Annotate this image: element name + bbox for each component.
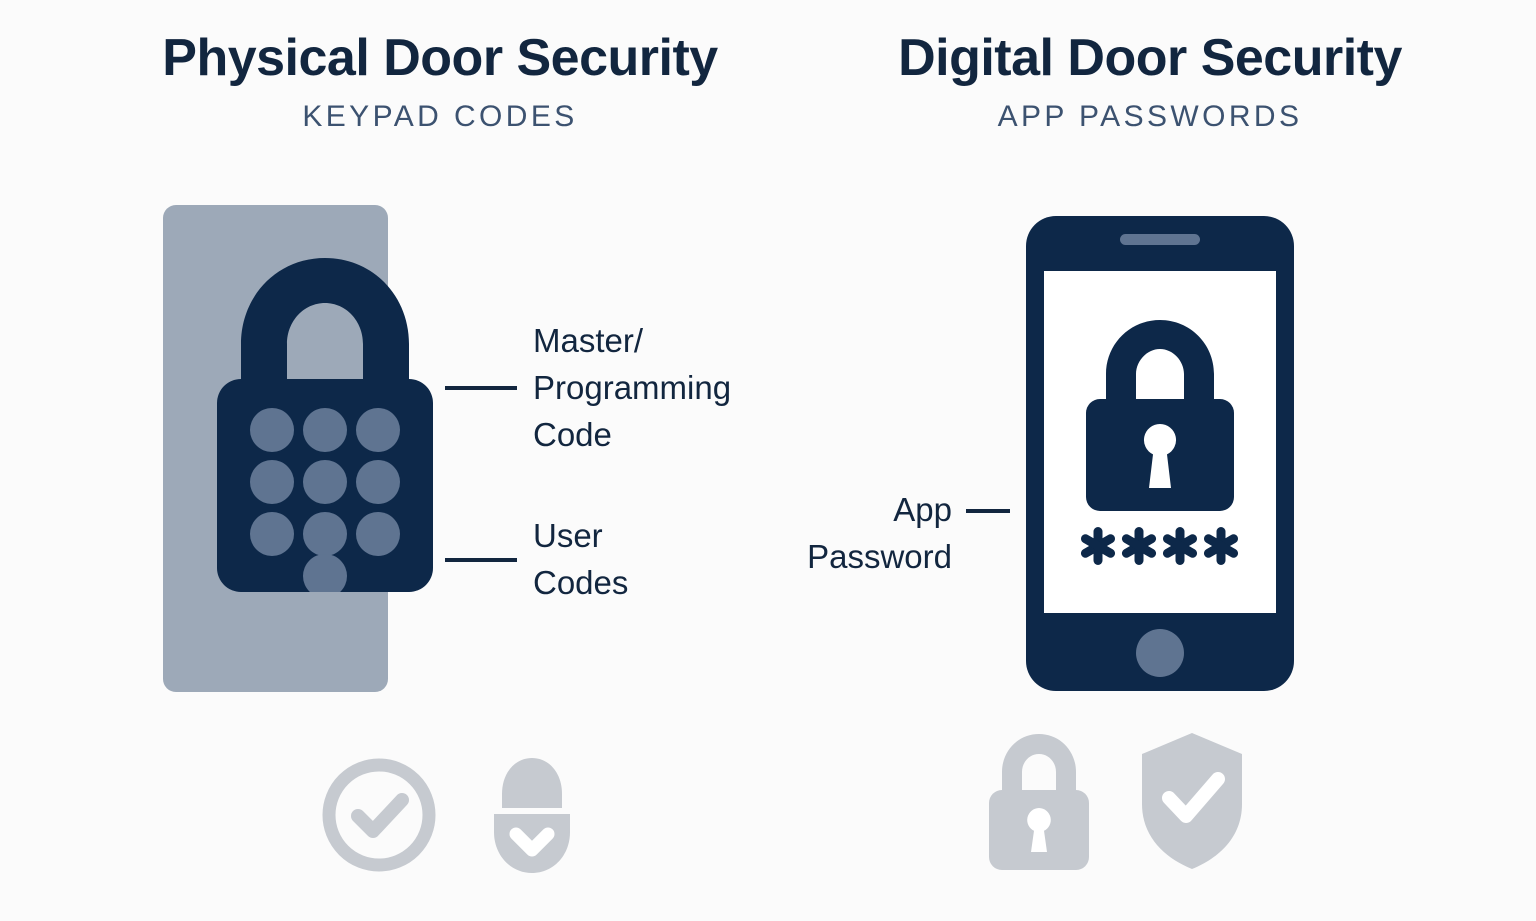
padlock-icon [985,732,1093,872]
page-title-digital: Digital Door Security [898,29,1402,87]
page-subtitle-digital: APP PASSWORDS [997,100,1303,134]
screen-padlock-icon [1086,320,1234,511]
page-title-physical: Physical Door Security [162,29,718,87]
keypad-padlock-icon [217,258,433,592]
phone-speaker-icon [1120,234,1200,245]
lock-chevron-icon [482,752,582,874]
phone-home-button[interactable] [1136,629,1184,677]
leader-line-icon [966,509,1010,513]
callout-user-label: User Codes [533,517,629,601]
password-mask [1080,527,1239,565]
column-heading-digital: Digital Door Security APP PASSWORDS [800,30,1500,133]
callout-app-label: App Password [807,491,952,575]
callout-app-password: App Password [760,487,1010,581]
leader-line-icon [445,386,517,391]
footer-icons-digital [985,730,1247,872]
leader-line-icon [445,557,517,562]
footer-icons-physical [320,752,582,874]
callout-user-codes: User Codes [445,513,628,607]
shield-check-icon [1137,730,1247,872]
callout-master-code: Master/ Programming Code [445,318,731,459]
callout-master-label: Master/ Programming Code [533,322,732,453]
column-heading-physical: Physical Door Security KEYPAD CODES [60,30,820,133]
page-subtitle-physical: KEYPAD CODES [302,100,578,134]
check-circle-icon [320,756,438,874]
smartphone-illustration [1026,216,1294,691]
